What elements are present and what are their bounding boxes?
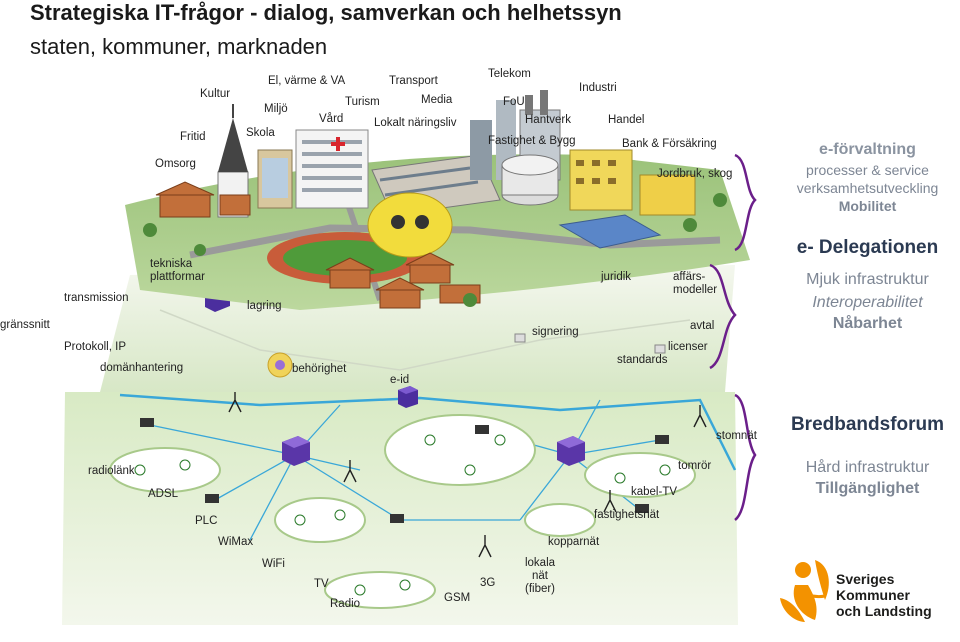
panel-e-forvaltning-line1: processer & service <box>806 162 929 178</box>
label-transmission: transmission <box>64 292 129 304</box>
hub-icon <box>282 436 310 466</box>
label-licenser: licenser <box>668 341 708 353</box>
label-industri: Industri <box>579 82 617 94</box>
label-standards: standards <box>617 354 668 366</box>
label-tomror: tomrör <box>678 460 712 472</box>
server-icon <box>398 386 418 408</box>
label-omsorg: Omsorg <box>155 158 196 170</box>
label-transport: Transport <box>389 75 438 87</box>
label-gsm: GSM <box>444 592 471 604</box>
label-telekom: Telekom <box>488 68 531 80</box>
label-lokala-nat-fiber: lokala nät (fiber) <box>524 557 556 595</box>
hub-icon <box>557 436 585 466</box>
label-el-varme-va: El, värme & VA <box>268 75 346 87</box>
label-wimax: WiMax <box>218 536 254 548</box>
label-stomnat: stomnät <box>716 430 757 442</box>
brace-group <box>709 153 757 521</box>
office-building <box>569 149 696 216</box>
panel-bredbandsforum-line1: Hård infrastruktur <box>805 459 930 476</box>
label-tekniska-plattformar: tekniska plattformar <box>150 258 205 283</box>
label-domanhantering: domänhantering <box>100 362 184 374</box>
label-signering: signering <box>532 326 579 338</box>
label-adsl: ADSL <box>148 488 179 500</box>
panel-bredbandsforum-line2: Tillgänglighet <box>815 480 920 497</box>
hall-building <box>558 214 662 249</box>
globe-icon <box>267 352 293 378</box>
label-lagring: lagring <box>247 300 282 312</box>
label-lokalt-naringsliv: Lokalt näringsliv <box>374 117 457 129</box>
top-layer <box>125 90 750 310</box>
panel-e-forvaltning-line3: Mobilitet <box>838 198 897 214</box>
label-fastighetsnat: fastighetsnät <box>594 509 660 521</box>
label-radiolank: radiolänk <box>88 465 135 477</box>
label-radio: Radio <box>330 598 361 610</box>
label-fou: FoU <box>503 96 525 108</box>
logo-line2: Kommuner <box>836 587 910 603</box>
bottom-layer <box>62 392 738 625</box>
page-title: Strategiska IT-frågor - dialog, samverka… <box>30 0 622 25</box>
label-bank-forsakring: Bank & Försäkring <box>622 138 717 150</box>
label-kultur: Kultur <box>200 88 231 100</box>
logo-line1: Sveriges <box>836 571 895 587</box>
label-avtal: avtal <box>690 320 715 332</box>
office-building <box>257 149 293 209</box>
theatre-building <box>367 192 453 258</box>
panel-e-delegationen-title: e- Delegationen <box>796 237 939 258</box>
label-3g: 3G <box>480 577 496 589</box>
label-jordbruk-skog: Jordbruk, skog <box>657 168 733 180</box>
label-handel: Handel <box>608 114 645 126</box>
label-vard: Vård <box>319 113 344 125</box>
label-skola: Skola <box>246 127 275 139</box>
panel-e-forvaltning-line2: verksamhetsutveckling <box>796 180 939 196</box>
panel-e-forvaltning-title: e-förvaltning <box>819 141 916 158</box>
round-building <box>501 154 559 206</box>
panel-bredbandsforum-title: Bredbandsforum <box>790 414 945 435</box>
label-kopparnat: kopparnät <box>548 536 600 548</box>
label-media: Media <box>421 94 453 106</box>
logo-line3: och Landsting <box>836 603 932 619</box>
panel-e-delegationen-line1: Mjuk infrastruktur <box>806 271 929 288</box>
label-tv: TV <box>314 578 329 590</box>
label-fastighet-bygg: Fastighet & Bygg <box>488 135 576 147</box>
hospital-building <box>295 129 369 209</box>
label-plc: PLC <box>195 515 218 527</box>
label-turism: Turism <box>345 96 380 108</box>
label-juridik: juridik <box>601 271 632 283</box>
page-subtitle: staten, kommuner, marknaden <box>30 34 328 59</box>
panel-e-delegationen-line3: Nåbarhet <box>832 315 903 332</box>
panel-e-delegationen-line2: Interoperabilitet <box>812 294 923 311</box>
label-behorighet: behörighet <box>292 363 347 375</box>
label-protokoll-ip: Protokoll, IP <box>64 341 126 353</box>
label-wifi: WiFi <box>262 558 285 570</box>
label-fritid: Fritid <box>180 131 206 143</box>
label-kabel-tv: kabel-TV <box>631 486 678 498</box>
label-hantverk: Hantverk <box>525 114 572 126</box>
houses <box>155 181 481 309</box>
label-miljo: Miljö <box>264 103 288 115</box>
label-granssnitt: gränssnitt <box>0 319 50 331</box>
label-e-id: e-id <box>390 374 410 386</box>
skl-logo <box>780 560 829 622</box>
label-affarsmodeller: affärs-modeller <box>673 271 718 296</box>
